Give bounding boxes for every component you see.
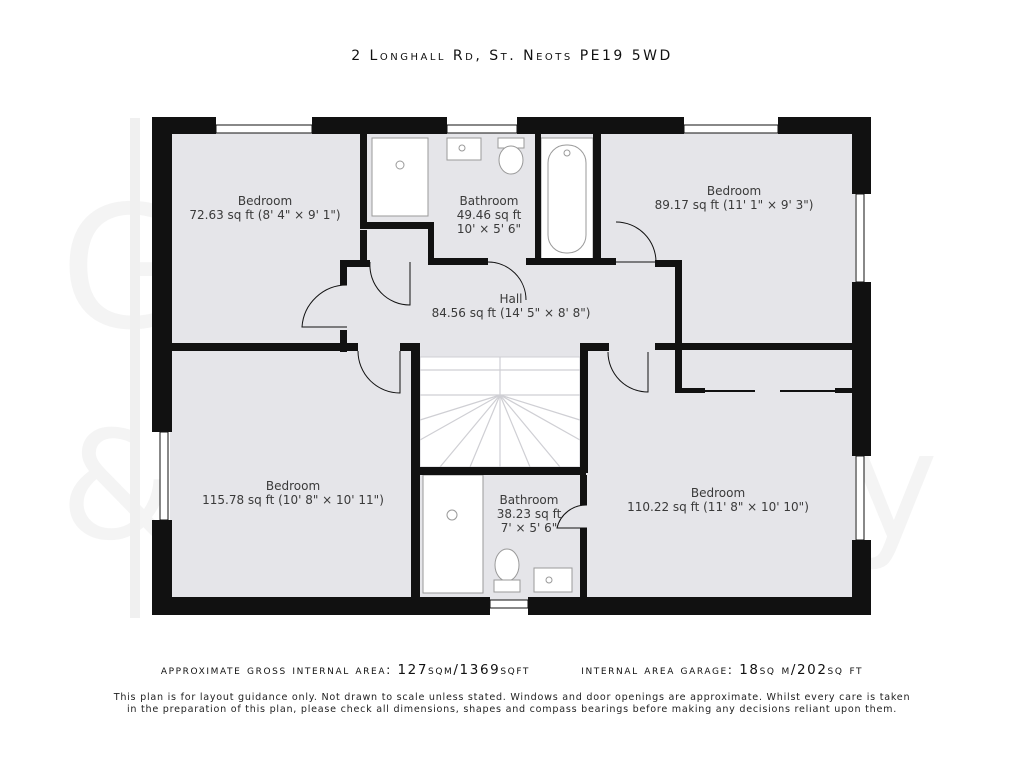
disclaimer-line-2: in the preparation of this plan, please … [126,704,898,715]
basin-tap-icon-2 [545,576,553,584]
room-bathroom-bottom: Bathroom 38.23 sq ft 7' × 5' 6" [497,493,562,535]
room-bedroom-bottom-right: Bedroom 110.22 sq ft (11' 8" × 10' 10") [627,486,809,514]
room-name: Hall [499,292,523,306]
basin-bottom [533,567,573,593]
toilet-cistern-bottom [493,579,521,593]
garage-area-value: 18sq m/202sq ft [739,662,864,678]
room-area: 84.56 sq ft (14' 5" × 8' 8") [431,306,591,320]
room-bathroom-top: Bathroom 49.46 sq ft 10' × 5' 6" [457,194,522,236]
room-name: Bedroom [237,194,293,208]
room-name: Bedroom [706,184,762,198]
room-dimensions: 10' × 5' 6" [456,222,522,236]
room-area: 72.63 sq ft (8' 4" × 9' 1") [189,208,341,222]
area-summary: approximate gross internal area: 127sqm/… [0,662,1024,678]
room-area: 49.46 sq ft [456,208,522,222]
shower-drain-icon [395,160,405,170]
room-bedroom-bottom-left: Bedroom 115.78 sq ft (10' 8" × 10' 11") [202,479,384,507]
toilet-bowl-top [498,145,524,175]
interior-walls [170,132,855,598]
door-swings [301,221,657,529]
room-area: 38.23 sq ft [496,507,562,521]
room-name: Bedroom [690,486,746,500]
room-bedroom-top-right: Bedroom 89.17 sq ft (11' 1" × 9' 3") [655,184,814,212]
outer-walls [152,117,871,615]
bath-inner [547,144,587,254]
room-dimensions: 7' × 5' 6" [500,521,558,535]
room-area: 115.78 sq ft (10' 8" × 10' 11") [202,493,384,507]
room-area: 110.22 sq ft (11' 8" × 10' 10") [627,500,809,514]
room-bedroom-top-left: Bedroom 72.63 sq ft (8' 4" × 9' 1") [189,194,340,222]
bath-drain-icon [563,149,571,157]
property-address: 2 Longhall Rd, St. Neots PE19 5WD [351,48,673,64]
plan-shadow [130,118,140,618]
windows [159,124,865,609]
disclaimer-line-1: This plan is for layout guidance only. N… [113,692,911,703]
shower-drain-icon-2 [446,509,458,521]
gross-area-value: 127sqm/1369sqft [397,662,531,678]
room-area: 89.17 sq ft (11' 1" × 9' 3") [654,198,814,212]
toilet-bowl-bottom [494,548,520,582]
staircase [419,356,581,468]
gross-area-label: approximate gross internal area: [160,662,392,677]
shower-tray-top [371,137,429,217]
room-name: Bedroom [265,479,321,493]
garage-area-label: internal area garage: [581,662,734,677]
basin-tap-icon [458,144,466,152]
room-name: Bathroom [499,493,559,507]
room-name: Bathroom [459,194,519,208]
room-hall: Hall 84.56 sq ft (14' 5" × 8' 8") [432,292,591,320]
disclaimer: This plan is for layout guidance only. N… [40,692,984,716]
shower-tray-bottom [422,474,484,594]
